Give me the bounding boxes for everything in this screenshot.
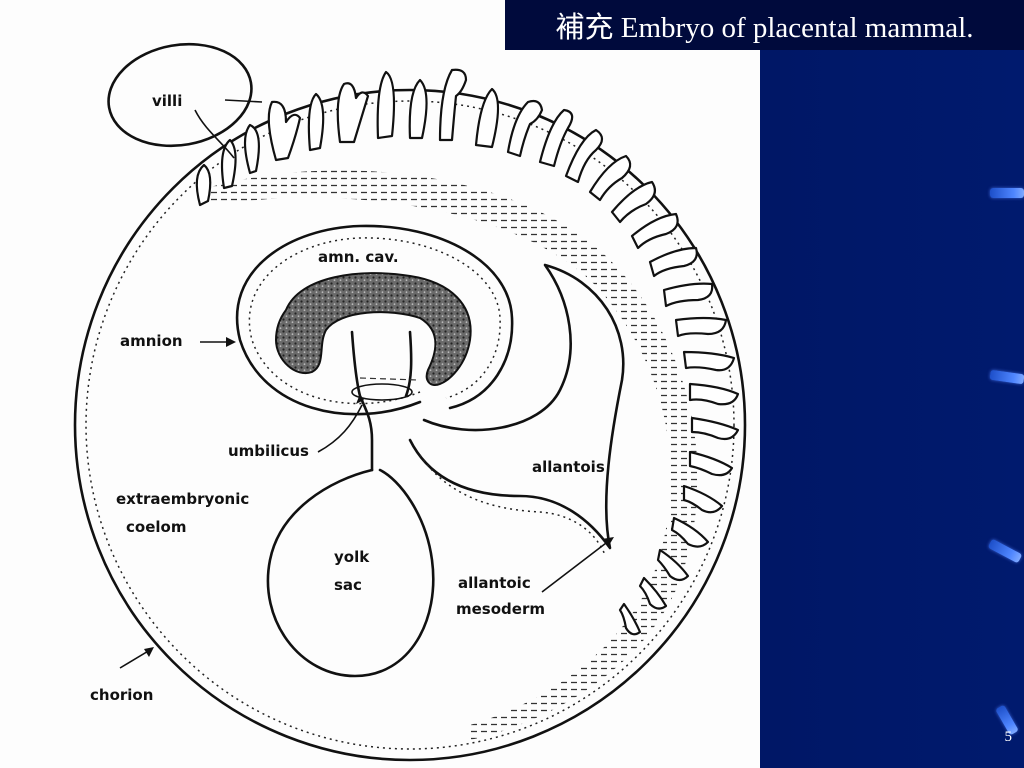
slide-title: 補充 Embryo of placental mammal. <box>505 0 1024 50</box>
chorionic-villi <box>195 68 740 636</box>
accent-bar-1 <box>990 188 1024 198</box>
embryo-diagram: villi amn. cav. amnion umbilicus allanto… <box>0 0 760 768</box>
label-sac: sac <box>334 576 362 594</box>
chorion-inner-dots <box>85 100 735 750</box>
umbilicus-ring <box>351 383 413 401</box>
amnion-inner-dots <box>248 237 501 405</box>
accent-bar-3 <box>987 538 1023 564</box>
label-amn-cav: amn. cav. <box>318 248 399 266</box>
label-extraembryonic: extraembryonic <box>116 490 249 508</box>
label-coelom: coelom <box>126 518 186 536</box>
label-chorion: chorion <box>90 686 153 704</box>
label-yolk: yolk <box>334 548 370 566</box>
embryo-body <box>274 272 472 386</box>
allantoic-mesoderm-pointer <box>541 539 611 593</box>
label-umbilicus: umbilicus <box>228 442 309 460</box>
label-villi: villi <box>152 92 182 110</box>
embryo-illustration: villi amn. cav. amnion umbilicus allanto… <box>73 42 747 762</box>
umbilical-stalk-right <box>404 330 413 398</box>
label-amnion: amnion <box>120 332 183 350</box>
arrowheads <box>144 337 614 657</box>
allantois <box>408 263 625 550</box>
villi-pointer-2 <box>194 109 235 159</box>
allantois-outline-dots <box>419 454 606 556</box>
label-allantoic: allantoic <box>458 574 531 592</box>
amnion-membrane <box>235 224 514 416</box>
chorion-membrane <box>73 88 747 762</box>
umbilicus-pointer <box>317 404 363 453</box>
label-allantois: allantois <box>532 458 605 476</box>
villi-annotation-circle <box>107 42 253 148</box>
page-number: 5 <box>1004 729 1013 745</box>
accent-bar-2 <box>989 369 1024 385</box>
label-mesoderm: mesoderm <box>456 600 545 618</box>
villi-pointer-1 <box>224 99 263 103</box>
yolk-sac <box>266 468 435 678</box>
chorion-pointer <box>119 649 151 669</box>
